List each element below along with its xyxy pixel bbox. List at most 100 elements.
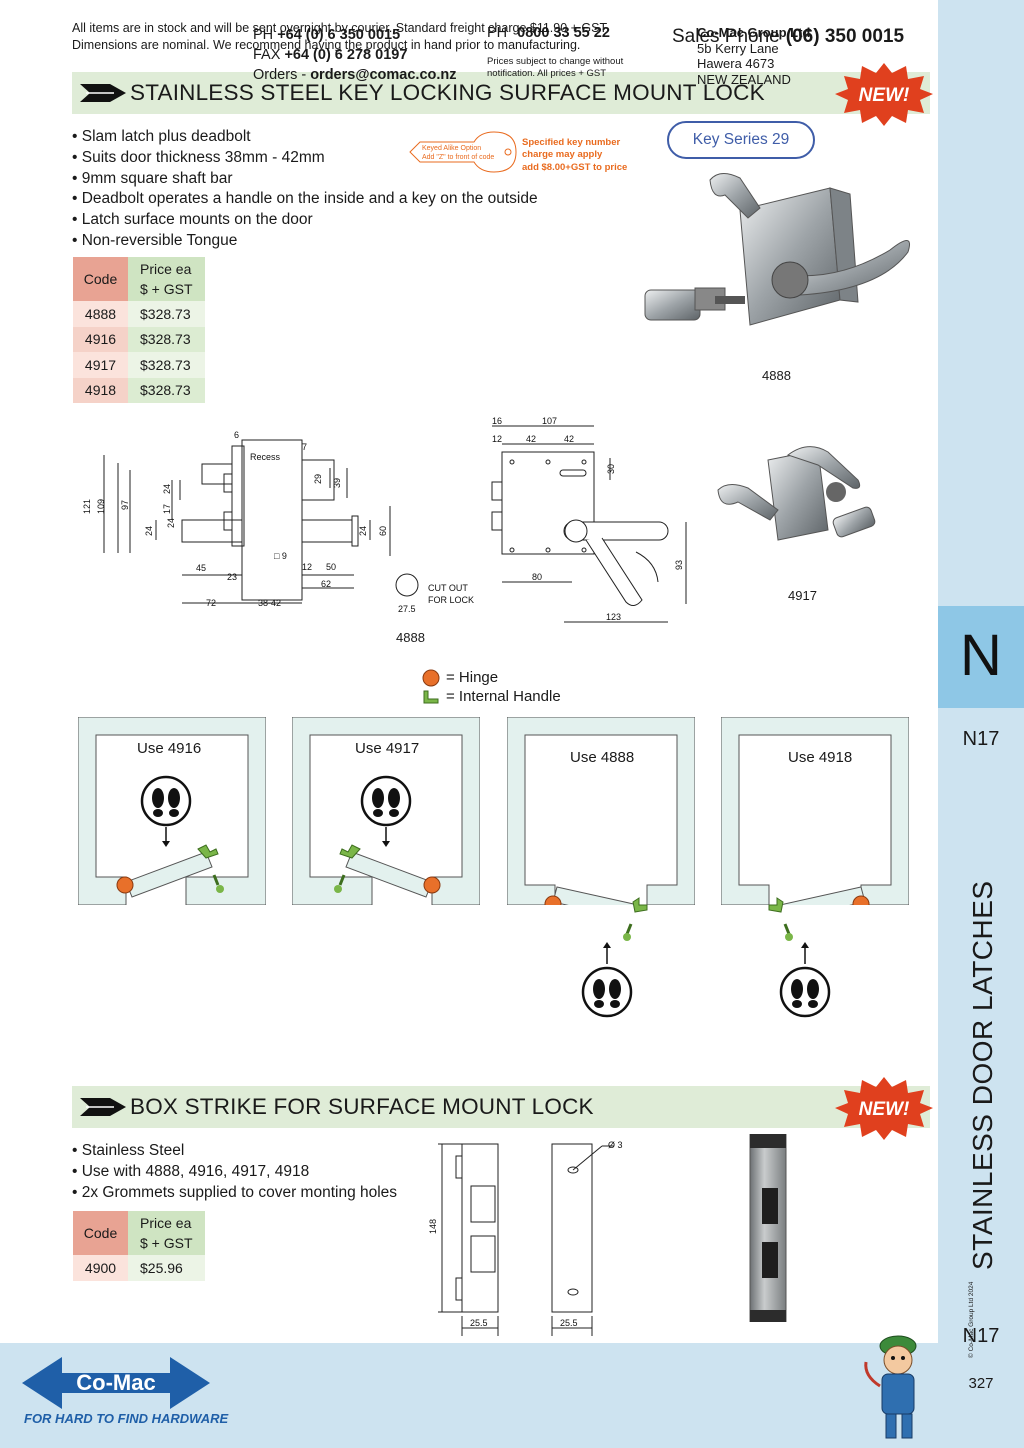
dim-label: 7 <box>302 442 307 452</box>
key-tag-icon: Keyed Alike Option Add "Z" to front of c… <box>409 131 517 173</box>
logo-text: Co-Mac <box>76 1370 155 1395</box>
dim-label: 24 <box>358 526 368 536</box>
key-tag-line-2: Add "Z" to front of code <box>422 154 494 161</box>
col-price: Price ea $ + GST <box>128 1211 205 1255</box>
price-cell: $328.73 <box>128 377 205 403</box>
internal-handle-icon <box>423 690 439 703</box>
freight-notice: All items are in stock and will be sent … <box>72 20 607 54</box>
section-title: BOX STRIKE FOR SURFACE MOUNT LOCK <box>130 1094 594 1119</box>
arrow-icon <box>80 1098 126 1116</box>
orders-line: Orders - orders@comac.co.nz <box>253 65 457 85</box>
section-title-bar: BOX STRIKE FOR SURFACE MOUNT LOCK <box>72 1086 930 1128</box>
dim-label: 121 <box>82 499 92 514</box>
legend-hinge-label: = Hinge <box>446 669 499 686</box>
dim-label: 45 <box>196 563 206 573</box>
door-scenario-4888-lower <box>581 897 648 1018</box>
section-letter: N <box>960 623 1002 688</box>
dim-label: 12 <box>492 434 502 444</box>
table-row: 4916$328.73 <box>73 326 205 352</box>
code-cell: 4900 <box>73 1255 128 1281</box>
box-strike-drawing: 148 25.5 25.5 Ø 3 <box>428 1140 623 1336</box>
hinge-icon <box>422 669 440 686</box>
price-cell: $25.96 <box>128 1255 205 1281</box>
dim-label: 148 <box>428 1219 438 1234</box>
dim-label: 62 <box>321 579 331 589</box>
feature-item: Use with 4888, 4916, 4917, 4918 <box>72 1162 397 1183</box>
section-tab <box>938 606 1024 708</box>
email-link[interactable]: orders@comac.co.nz <box>310 67 457 83</box>
orders-label: Orders - <box>253 67 307 83</box>
fax-label: FAX <box>253 47 281 63</box>
notice-line-1: All items are in stock and will be sent … <box>72 21 608 35</box>
sales-phone: Sales Phone(06) 350 0015 <box>672 26 904 48</box>
dim-label: 17 <box>162 504 172 514</box>
phone-line: PH +64 (0) 6 350 0015 <box>253 25 457 45</box>
feature-list: Slam latch plus deadbolt Suits door thic… <box>72 127 538 252</box>
col-price: Price ea $ + GST <box>128 257 205 301</box>
dim-label: 38-42 <box>258 598 281 608</box>
table-row: 4900$25.96 <box>73 1255 205 1281</box>
footer: Co-Mac FOR HARD TO FIND HARDWARE <box>0 1343 938 1448</box>
price-disclaimer: Prices subject to change without notific… <box>487 56 623 80</box>
dim-label: 25.5 <box>470 1318 488 1328</box>
section-code-bottom: N17 <box>962 1325 1000 1347</box>
dim-label: 30 <box>606 464 616 474</box>
dim-label: 109 <box>96 499 106 514</box>
dim-label: 24 <box>166 518 176 528</box>
tagline: FOR HARD TO FIND HARDWARE <box>24 1411 229 1426</box>
key-series-pill: Key Series 29 <box>667 121 815 159</box>
legend-handle: = Internal Handle <box>422 687 561 706</box>
comac-logo: Co-Mac <box>22 1357 210 1409</box>
box-strike-photo <box>749 1134 787 1322</box>
front-view-drawing: 16 107 12 42 42 30 80 93 123 <box>491 416 687 623</box>
scenario-label: Use 4917 <box>355 740 420 757</box>
company-address: Co-Mac Group Ltd 5b Kerry Lane Hawera 46… <box>697 25 810 87</box>
feature-item: Suits door thickness 38mm - 42mm <box>72 148 538 169</box>
fax-line: FAX +64 (0) 6 278 0197 <box>253 45 457 65</box>
sales-number[interactable]: (06) 350 0015 <box>785 26 905 47</box>
freephone-link[interactable]: 0800 33 55 22 <box>517 25 610 41</box>
sidebar: N N17 STAINLESS DOOR LATCHES © Co-Mac Gr… <box>938 0 1024 1448</box>
scenario-label: Use 4918 <box>788 749 853 766</box>
lock-photo-4888 <box>644 173 910 326</box>
price-cell: $328.73 <box>128 352 205 378</box>
phone-link[interactable]: +64 (0) 6 350 0015 <box>277 27 401 43</box>
door-scenario-4916 <box>78 717 266 905</box>
address-line: 5b Kerry Lane <box>697 40 779 56</box>
dim-label: 23 <box>227 572 237 582</box>
legend-hinge: = Hinge <box>422 668 561 687</box>
dim-label: CUT OUT <box>428 583 468 593</box>
side-view-drawing: 6 7 Recess 29 39 24 17 24 121 109 97 24 … <box>82 430 391 608</box>
fax-number: +64 (0) 6 278 0197 <box>284 47 408 63</box>
price-cell: $328.73 <box>128 301 205 327</box>
section-code: N17 <box>962 728 1000 750</box>
dim-label: 39 <box>332 478 342 488</box>
dim-label: Ø 3 <box>608 1140 623 1150</box>
key-tag-line-1: Keyed Alike Option <box>422 145 481 152</box>
dim-label: 12 <box>302 562 312 572</box>
door-scenario-4888 <box>507 717 695 905</box>
sales-label: Sales Phone <box>672 26 780 47</box>
mascot-illustration <box>864 1335 917 1439</box>
dim-label: □ 9 <box>274 551 287 561</box>
col-price-line-2: $ + GST <box>140 1235 193 1251</box>
notice-line-2: Dimensions are nominal. We recommend hav… <box>72 38 581 52</box>
new-badge-text: NEW! <box>859 85 910 106</box>
dim-label: 72 <box>206 598 216 608</box>
new-badge: NEW! <box>835 63 933 126</box>
scenario-label: Use 4916 <box>137 740 202 757</box>
col-code: Code <box>73 257 128 301</box>
code-cell: 4916 <box>73 326 128 352</box>
code-cell: 4918 <box>73 377 128 403</box>
photo-caption-4917: 4917 <box>788 588 817 603</box>
dim-label: 93 <box>674 560 684 570</box>
page-number: 327 <box>968 1375 994 1392</box>
dim-label: 25.5 <box>560 1318 578 1328</box>
table-row: 4917$328.73 <box>73 352 205 378</box>
feature-item: Non-reversible Tongue <box>72 231 538 252</box>
address-line: NEW ZEALAND <box>697 71 791 87</box>
dim-label: FOR LOCK <box>428 595 474 605</box>
dim-label: 50 <box>326 562 336 572</box>
company-name: Co-Mac Group Ltd <box>697 25 811 40</box>
feature-item: 9mm square shaft bar <box>72 169 538 190</box>
